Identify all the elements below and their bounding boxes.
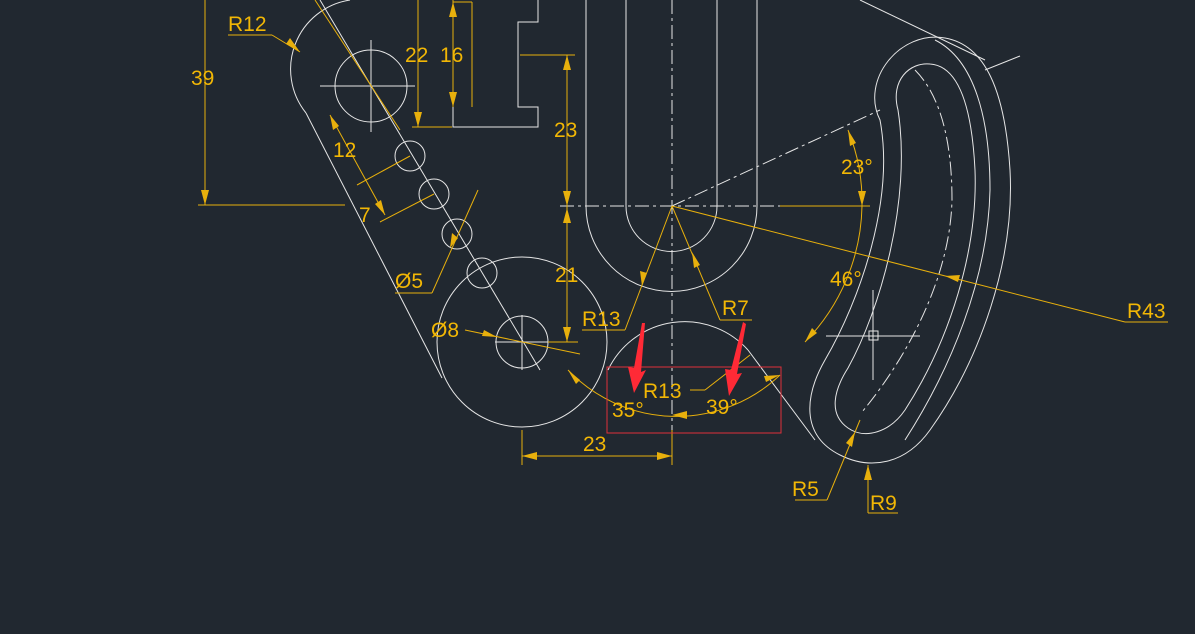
r12-center-leader [314, 0, 401, 131]
a39-arrow [764, 375, 780, 382]
r7-arrow [692, 252, 700, 268]
r43-arrow [945, 275, 960, 282]
bottom-r13-arc [607, 321, 749, 371]
dim-39-arrow [201, 190, 209, 205]
curved-arm-inner-1 [834, 63, 976, 435]
curved-arm-inner-2 [904, 39, 991, 441]
label-dia5: Ø5 [395, 270, 423, 293]
dim-23v-arrow-top [563, 55, 571, 70]
label-r13-bottom: R13 [643, 380, 682, 403]
label-a35: 35° [612, 399, 644, 422]
r13-left-arrow [640, 271, 647, 286]
annotation-box [606, 366, 782, 434]
dim-22-arrow [414, 112, 422, 127]
left-slanted-edge [305, 112, 443, 379]
small-hole-2 [418, 178, 450, 210]
label-r13-left: R13 [582, 308, 621, 331]
red-arrow-icon [725, 322, 746, 396]
dia8-arrow [482, 330, 497, 337]
label-39: 39 [191, 67, 214, 90]
a35-arrow [568, 370, 580, 384]
top-bracket [452, 0, 539, 128]
slot-centerline [319, 0, 541, 371]
left-lower-circle [436, 256, 608, 428]
curved-arm-outer [809, 36, 1011, 464]
top-right-edge [859, 0, 986, 61]
r13-left-leader [624, 205, 673, 331]
r5-arrow [846, 432, 855, 447]
left-upper-outline [290, 0, 351, 114]
r5-leader [826, 419, 861, 501]
red-arrow-icon [628, 323, 646, 393]
dim-23h-arrow-right [657, 452, 672, 460]
label-12: 12 [333, 139, 356, 162]
dimension-lines [198, 0, 1168, 514]
dim-7-ext [379, 193, 435, 223]
r43-leader [671, 205, 1126, 323]
dim-7-arrow [375, 200, 385, 215]
a-mid-arrow [672, 411, 687, 419]
slot-outer-arc [585, 205, 758, 292]
label-dia8: Ø8 [431, 319, 459, 342]
label-a39: 39° [706, 396, 738, 419]
a46-arrow [805, 328, 817, 342]
label-a23: 23° [841, 156, 873, 179]
label-7: 7 [359, 204, 371, 227]
r9-arrow [864, 465, 872, 480]
label-r7: R7 [722, 297, 749, 320]
top-right-extension [984, 55, 1021, 71]
label-r12: R12 [228, 13, 267, 36]
label-22: 22 [405, 44, 428, 67]
dim-12-line [329, 114, 386, 216]
a23-arrow-bot [858, 191, 866, 206]
label-a46: 46° [830, 268, 862, 291]
small-hole-1 [394, 140, 426, 172]
dim-16-arrow-top [449, 2, 457, 17]
dimension-labels: R12 22 16 39 23 12 7 23° 21 46° Ø5 Ø8 R1… [191, 13, 1166, 515]
small-hole-4 [466, 257, 498, 289]
label-23-horizontal: 23 [583, 433, 606, 456]
label-23-vertical: 23 [554, 119, 577, 142]
dim-12-ext [356, 155, 411, 186]
label-16: 16 [440, 44, 463, 67]
dim-12-arrow-top [330, 115, 339, 130]
angled-centerline [671, 109, 881, 207]
small-hole-3 [441, 218, 473, 250]
label-r5: R5 [792, 478, 819, 501]
label-r9: R9 [870, 492, 897, 515]
dim-21-arrow-bot [563, 327, 571, 342]
label-21: 21 [555, 264, 578, 287]
a35-a39-arc [567, 369, 781, 417]
dim-21-arrow-top [563, 208, 571, 223]
highlight-annotation [606, 322, 782, 434]
dim-23v-arrow-bot [563, 191, 571, 206]
center-lines [319, 0, 881, 460]
dim-23h-arrow-left [522, 452, 537, 460]
r12-arrow [286, 38, 300, 52]
curved-arm-centerline [861, 69, 953, 413]
label-r43: R43 [1127, 300, 1166, 323]
a23-arrow-top [848, 130, 856, 146]
dim-16-arrow-bot [449, 92, 457, 107]
a46-arc [804, 205, 863, 343]
dia5-arrow [450, 233, 458, 248]
